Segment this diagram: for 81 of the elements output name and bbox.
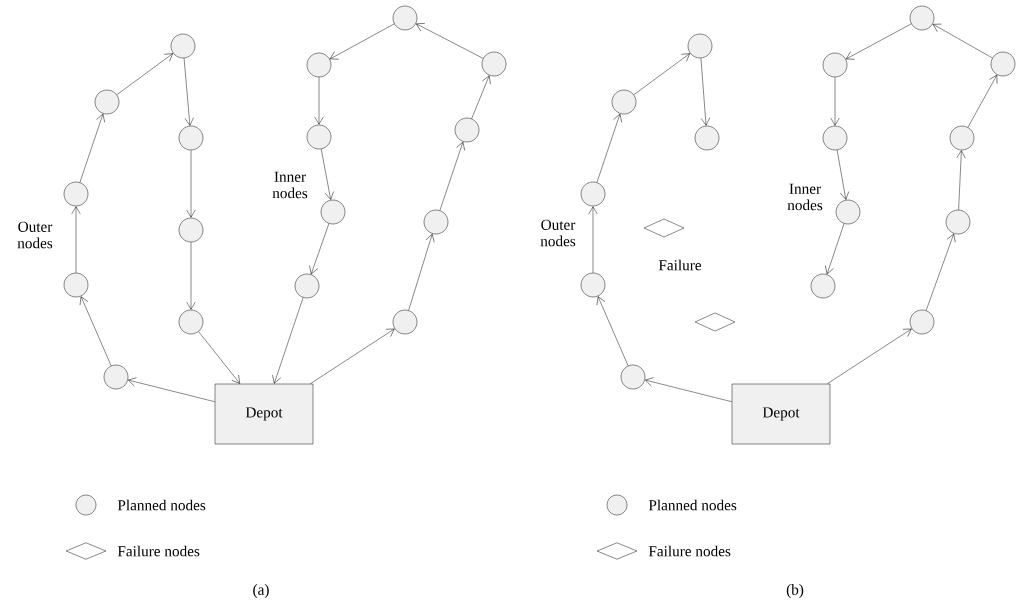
arrow: [439, 141, 465, 211]
planned-node: [392, 309, 418, 335]
arrow: [596, 113, 622, 183]
arrow: [836, 149, 850, 200]
group-label: Outer nodes: [540, 219, 576, 247]
group-label: Inner nodes: [787, 183, 823, 211]
planned-node: [620, 364, 646, 390]
group-label: Inner nodes: [272, 171, 308, 199]
planned-node: [481, 51, 507, 77]
planned-node: [178, 309, 204, 335]
planned-node: [423, 209, 449, 235]
planned-node: [949, 125, 975, 151]
panel-caption: (a): [253, 584, 269, 598]
arrow: [588, 206, 598, 273]
depot-box: Depot: [214, 383, 314, 445]
planned-node: [454, 117, 480, 143]
arrow: [925, 233, 956, 311]
arrow: [186, 242, 196, 310]
arrow: [71, 206, 81, 273]
legend-text: Planned nodes: [648, 499, 737, 511]
arrow: [633, 53, 691, 95]
arrow: [408, 233, 435, 311]
planned-node: [909, 5, 935, 31]
arrow: [645, 377, 732, 402]
arrow: [186, 150, 196, 218]
planned-node: [178, 125, 204, 151]
planned-node: [990, 51, 1016, 77]
planned-node: [694, 125, 720, 151]
failure-node: [643, 218, 685, 238]
planned-node: [687, 33, 713, 59]
arrow: [932, 23, 993, 59]
planned-node: [392, 5, 418, 31]
arrow: [596, 296, 629, 367]
legend-text: Planned nodes: [117, 499, 206, 511]
arrow: [329, 23, 395, 60]
legend-text: Failure nodes: [117, 545, 200, 557]
arrow: [700, 57, 711, 126]
planned-node: [63, 272, 89, 298]
arrow: [956, 150, 966, 210]
planned-node: [306, 52, 332, 78]
planned-node: [945, 209, 971, 235]
arrow: [471, 75, 491, 119]
arrow: [198, 331, 240, 384]
planned-node: [306, 124, 332, 150]
planned-node: [611, 89, 637, 115]
planned-node: [170, 33, 196, 59]
arrow: [79, 296, 112, 367]
planned-node: [835, 199, 861, 225]
arrow: [309, 223, 330, 275]
planned-node: [63, 181, 89, 207]
arrow: [416, 23, 484, 59]
arrow: [272, 297, 304, 384]
planned-node: [822, 125, 848, 151]
planned-node: [822, 52, 848, 78]
failure-label: Failure: [658, 259, 702, 271]
arrow: [845, 23, 912, 60]
depot-box: Depot: [731, 383, 831, 445]
failure-node: [694, 312, 736, 332]
arrow: [79, 113, 105, 183]
planned-node: [103, 364, 129, 390]
arrow: [825, 223, 845, 275]
group-label: Outer nodes: [17, 221, 53, 249]
planned-node: [320, 199, 346, 225]
planned-node: [178, 217, 204, 243]
planned-node: [810, 273, 836, 299]
planned-node: [909, 309, 935, 335]
arrow: [310, 328, 395, 384]
arrow: [830, 77, 840, 126]
planned-node: [580, 181, 606, 207]
planned-node: [294, 273, 320, 299]
panel-caption: (b): [786, 584, 804, 598]
arrow: [321, 148, 334, 200]
arrow: [967, 74, 998, 128]
arrow: [314, 77, 324, 125]
arrow: [183, 57, 194, 126]
planned-node: [94, 89, 120, 115]
arrow: [128, 377, 215, 402]
arrow: [116, 53, 173, 95]
legend-text: Failure nodes: [648, 545, 731, 557]
arrow: [827, 328, 912, 384]
planned-node: [580, 272, 606, 298]
